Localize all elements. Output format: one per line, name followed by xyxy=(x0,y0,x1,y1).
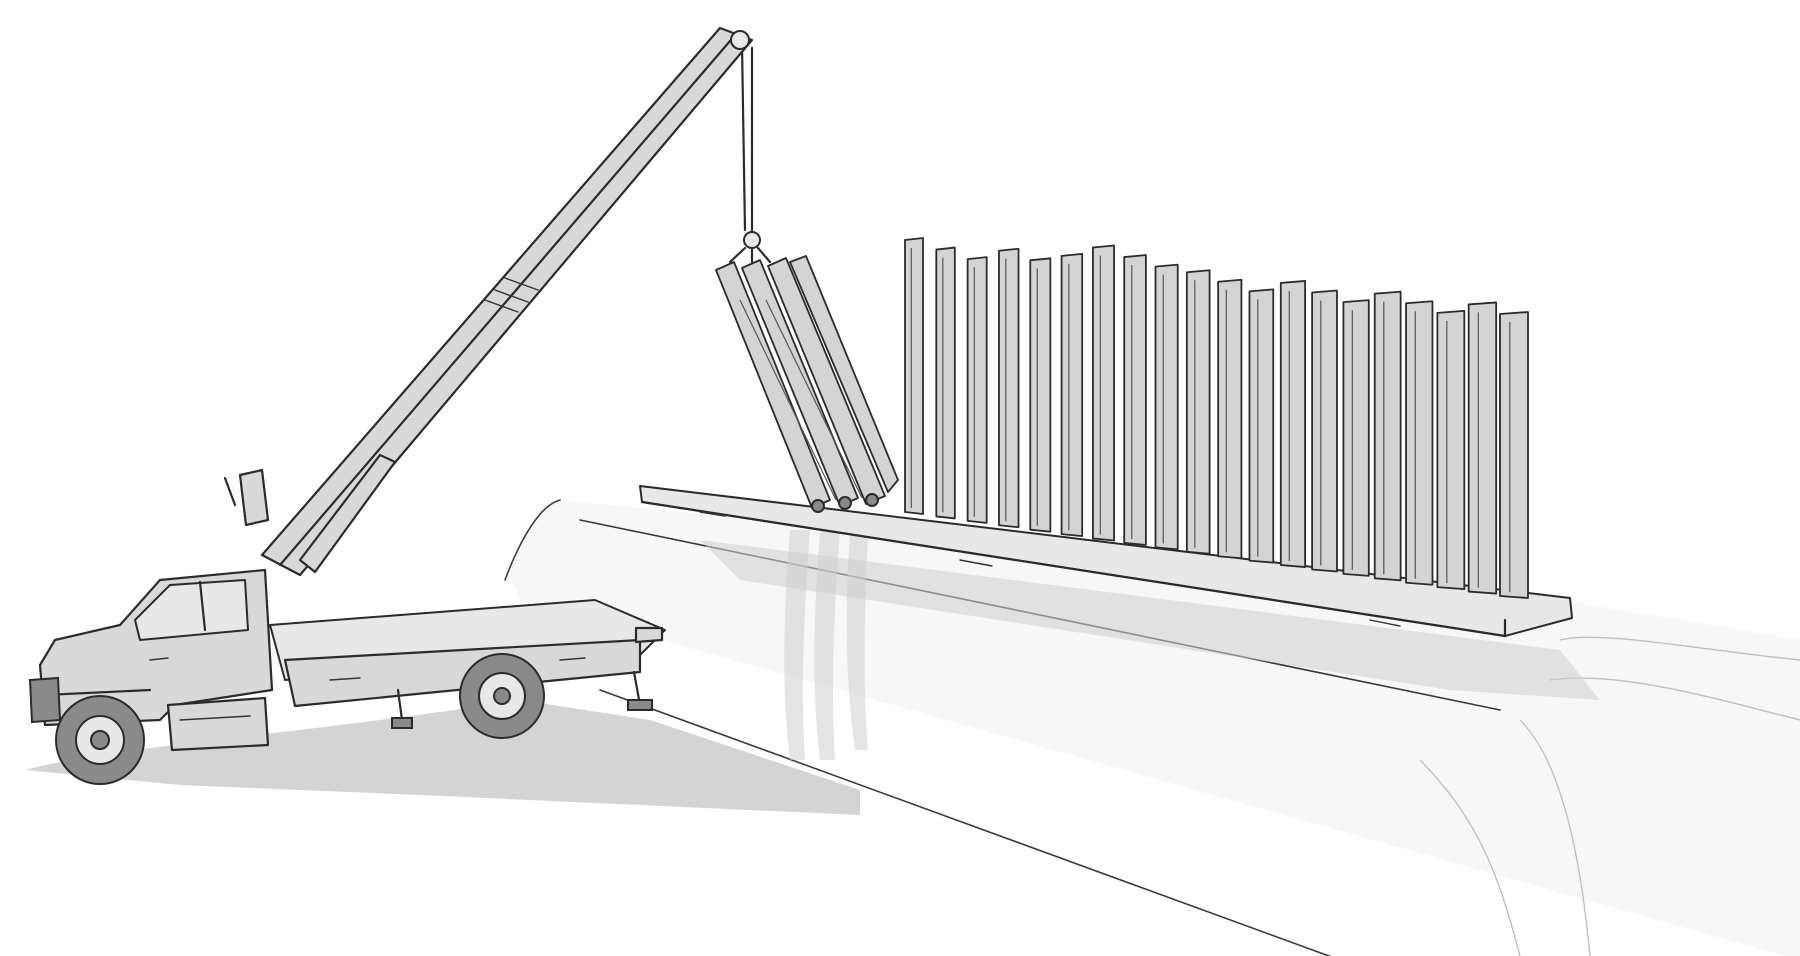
standing-post xyxy=(1342,299,1370,577)
standing-post xyxy=(935,246,956,520)
standing-post xyxy=(1311,289,1338,573)
standing-post xyxy=(1154,263,1179,551)
standing-post xyxy=(904,237,924,515)
standing-post xyxy=(1405,300,1434,586)
front-wheel xyxy=(55,695,145,785)
truck-shadow xyxy=(25,700,860,815)
standing-post xyxy=(1279,280,1307,568)
crane-hook xyxy=(728,43,772,264)
rear-wheel xyxy=(459,653,545,739)
standing-post xyxy=(1123,254,1147,546)
standing-post xyxy=(1467,301,1498,595)
standing-post xyxy=(1217,278,1243,560)
hanging-post-bundle xyxy=(715,255,899,513)
standing-posts xyxy=(904,237,1529,599)
standing-post xyxy=(1060,252,1084,538)
standing-post xyxy=(1091,244,1115,542)
standing-post xyxy=(1029,257,1052,533)
standing-post xyxy=(1499,311,1529,599)
standing-post xyxy=(1248,288,1275,564)
truck-flatbed xyxy=(269,599,666,729)
standing-post xyxy=(1373,290,1402,582)
standing-post xyxy=(1436,309,1466,591)
standing-post xyxy=(998,247,1020,529)
standing-post xyxy=(966,256,988,524)
truck-cab xyxy=(28,468,274,752)
crane-boom xyxy=(260,26,754,577)
standing-post xyxy=(1185,269,1211,555)
fence-shadow xyxy=(700,530,1600,760)
